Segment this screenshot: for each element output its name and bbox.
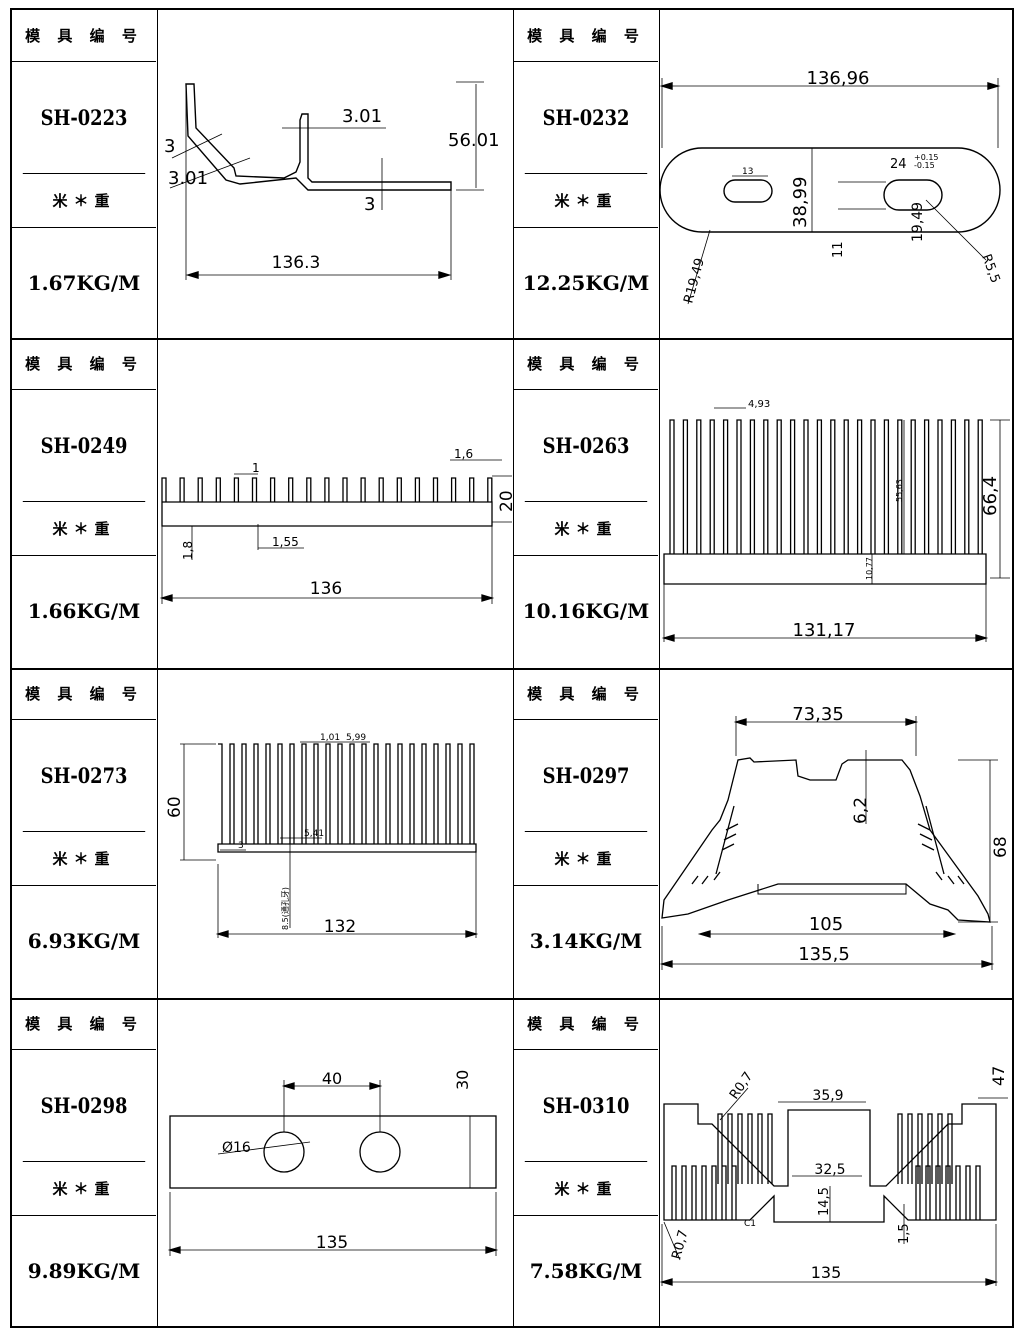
- dim-height: 66,4: [980, 476, 1001, 516]
- dim-half-height: 19,49: [910, 202, 926, 242]
- dim-fin: 1: [252, 461, 260, 475]
- dim-slot2: 24: [890, 157, 907, 172]
- dim-base-thickness: 3: [364, 194, 375, 215]
- drawing-sh-0297: 73,35 6,2 68 105 135,5: [659, 704, 1011, 970]
- product-code: SH-0273: [22, 720, 146, 832]
- product-code: SH-0263: [524, 390, 648, 502]
- row-divider: [12, 338, 1012, 340]
- dim-slot-depth: 6,2: [851, 797, 871, 824]
- mold-number-label: 模 具 编 号: [514, 338, 658, 390]
- dim-fin: 1,01: [320, 733, 340, 743]
- dim-chamfer: C1: [744, 1219, 756, 1229]
- mold-number-label: 模 具 编 号: [514, 998, 658, 1050]
- dim-fin-height: 55,63: [895, 479, 904, 502]
- dim-base: 1,8: [181, 541, 195, 560]
- product-code: SH-0297: [524, 720, 648, 832]
- dim-width: 136,96: [807, 68, 870, 89]
- dim-width: 132: [324, 917, 356, 937]
- product-code: SH-0223: [22, 62, 146, 174]
- weight-label: 米＊重: [514, 1162, 658, 1216]
- dim-slot-radius: R5,5: [978, 252, 1002, 285]
- dim-side-thickness: 3: [164, 136, 175, 157]
- weight-label: 米＊重: [12, 832, 156, 886]
- dim-base-height: 10,77: [865, 557, 874, 580]
- product-weight: 3.14KG/M: [529, 929, 643, 953]
- dim-base-thickness: 1,5: [897, 1223, 912, 1244]
- dim-hole-pitch: 40: [322, 1069, 342, 1088]
- mold-number-label: 模 具 编 号: [12, 998, 156, 1050]
- dim-gap: 1,55: [272, 535, 299, 549]
- weight-label: 米＊重: [514, 174, 658, 228]
- dim-height: 56.01: [448, 130, 500, 151]
- dim-top-width: 73,35: [792, 704, 844, 725]
- dim-height: 30: [453, 1070, 472, 1090]
- product-code: SH-0232: [524, 62, 648, 174]
- drawing-sh-0298: 40 30 Ø16 135: [167, 1069, 499, 1256]
- weight-label: 米＊重: [12, 502, 156, 556]
- dim-width: 136: [310, 579, 342, 599]
- product-code: SH-0298: [22, 1050, 146, 1162]
- dim-top-radius: R0,7: [727, 1069, 756, 1102]
- dim-channel-width: 35,9: [812, 1088, 843, 1104]
- mold-number-label: 模 具 编 号: [514, 668, 658, 720]
- dim-hole-note: 8.5(通孔牙): [280, 887, 290, 930]
- row-divider: [12, 998, 1012, 1000]
- dim-height: 38,99: [790, 176, 811, 228]
- dim-gap: 5,41: [304, 829, 324, 839]
- dim-tol-plus: +0.15: [914, 153, 939, 162]
- drawing-sh-0249: 136 20 1 1,6 1,8 1,55: [159, 447, 517, 604]
- dim-width: 135,5: [798, 944, 850, 965]
- mold-number-label: 模 具 编 号: [12, 668, 156, 720]
- product-weight: 1.66KG/M: [27, 599, 141, 623]
- product-code: SH-0249: [22, 390, 146, 502]
- dim-base: 3: [238, 841, 244, 851]
- dim-corner: 3.01: [168, 168, 208, 189]
- dim-pitch: 4,93: [748, 399, 770, 410]
- dim-wall: 3.01: [342, 106, 382, 127]
- mold-number-label: 模 具 编 号: [12, 10, 156, 62]
- product-weight: 7.58KG/M: [529, 1259, 643, 1283]
- weight-label: 米＊重: [12, 174, 156, 228]
- product-weight: 9.89KG/M: [27, 1259, 141, 1283]
- product-weight: 6.93KG/M: [27, 929, 141, 953]
- dim-radius: R19,49: [681, 256, 707, 305]
- dim-fin-tip: 1,6: [454, 447, 473, 461]
- weight-label: 米＊重: [12, 1162, 156, 1216]
- dim-pitch: 5,99: [346, 733, 366, 743]
- product-code: SH-0310: [524, 1050, 648, 1162]
- dim-channel-depth: 14,5: [817, 1187, 832, 1216]
- dim-height: 60: [165, 796, 185, 818]
- row-divider: [12, 668, 1012, 670]
- dim-width: 131,17: [793, 620, 856, 641]
- product-weight: 10.16KG/M: [522, 599, 650, 623]
- weight-label: 米＊重: [514, 832, 658, 886]
- dim-height: 20: [497, 490, 517, 512]
- dim-width: 135: [811, 1263, 842, 1282]
- catalog-sheet: [10, 8, 1014, 1328]
- mold-number-label: 模 具 编 号: [514, 10, 658, 62]
- drawing-sh-0310: 35,9 32,5 14,5 47 R0,7 C1 R0,7 1,5 135: [659, 1066, 1008, 1286]
- dim-width: 135: [316, 1233, 348, 1253]
- mold-number-label: 模 具 编 号: [12, 338, 156, 390]
- drawing-sh-0273: 60 132 1,01 5,99 3 5,41 8.5(通孔牙): [165, 733, 479, 938]
- drawing-sh-0223: 136.3 56.01 3.01 3 3 3.01: [164, 81, 500, 280]
- dim-inner-width: 32,5: [814, 1162, 845, 1178]
- dim-depth: 11: [831, 241, 846, 258]
- dim-width: 136.3: [272, 253, 321, 273]
- weight-label: 米＊重: [514, 502, 658, 556]
- drawing-sh-0263: 131,17 66,4 4,93 55,63 10,77: [661, 399, 1010, 642]
- drawing-sh-0232: 136,96 38,99 13 24 +0.15 -0.15 11 19,49 …: [659, 68, 1003, 305]
- dim-height: 68: [991, 836, 1011, 858]
- dim-inner-width: 105: [809, 914, 843, 935]
- dim-tol-minus: -0.15: [914, 161, 935, 170]
- product-weight: 1.67KG/M: [27, 271, 141, 295]
- dim-height: 47: [989, 1066, 1008, 1086]
- dim-bottom-radius: R0,7: [669, 1228, 691, 1261]
- product-weight: 12.25KG/M: [522, 271, 650, 295]
- dim-hole-diameter: Ø16: [222, 1140, 251, 1156]
- dim-slot: 13: [742, 167, 753, 177]
